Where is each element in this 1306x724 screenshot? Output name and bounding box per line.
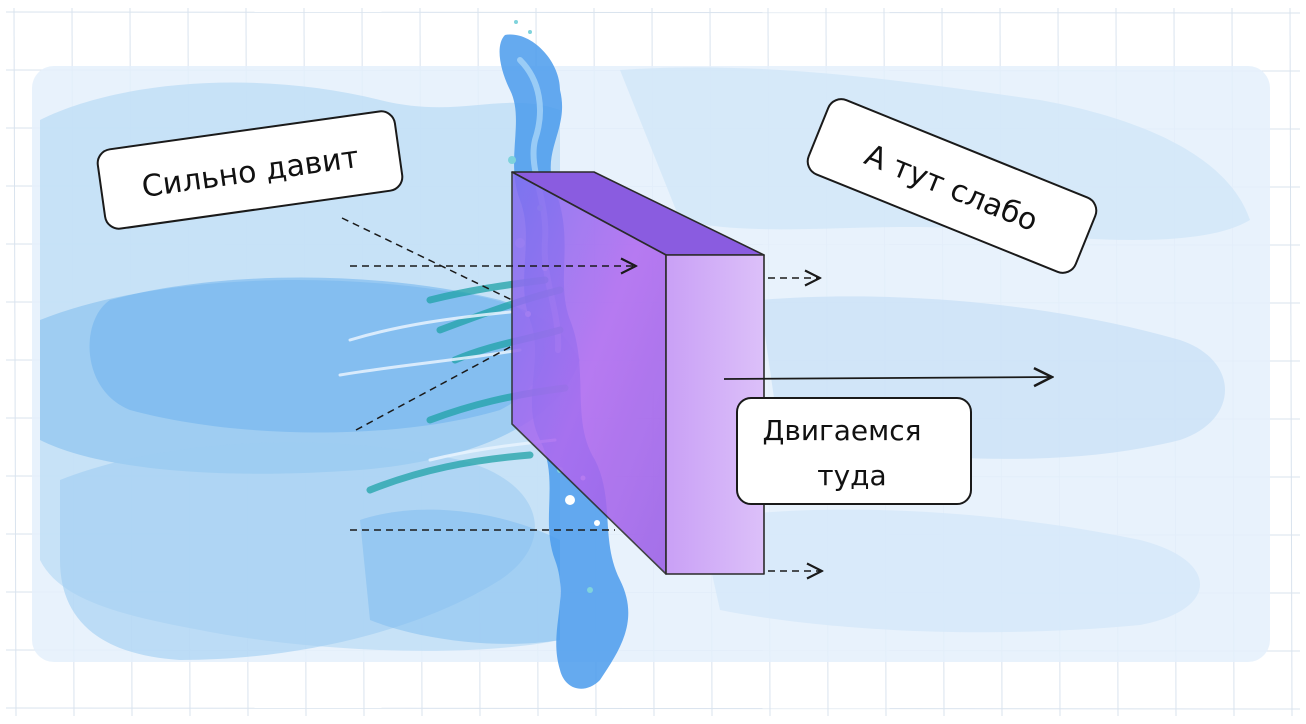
pressure-arrows-right [768, 278, 822, 571]
label-weak-pressure-box [806, 98, 1098, 274]
pressure-arrows-left [341, 217, 636, 531]
water-blob-low-right [700, 509, 1200, 633]
grid-line-vertical [13, 7, 17, 717]
water-blob-lower-band [360, 509, 560, 644]
pressure-arrow-diagonal-top [341, 217, 513, 301]
label-move-direction: Двигаемся туда [736, 397, 972, 505]
label-strong-pressure: Сильно давит [96, 110, 404, 230]
grid-line-horizontal [5, 11, 1301, 14]
label-move-direction-box [736, 397, 972, 505]
pressure-arrow-diagonal-bottom [355, 345, 513, 431]
label-move-line2: туда [817, 459, 886, 492]
label-move-line1: Двигаемся [762, 414, 921, 447]
grid-line-horizontal [5, 707, 1301, 710]
label-strong-pressure-box [96, 110, 404, 230]
movement-arrow [723, 377, 1052, 379]
grid-line-vertical [1289, 7, 1293, 717]
water-blob-deep [89, 277, 545, 433]
